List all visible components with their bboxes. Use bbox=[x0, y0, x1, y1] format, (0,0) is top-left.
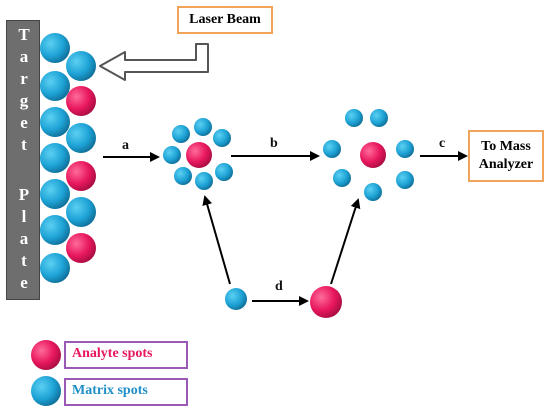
matrix-spot bbox=[213, 129, 231, 147]
target-plate: T a r g e t P l a t e bbox=[6, 20, 40, 300]
legend-matrix-box: Matrix spots bbox=[64, 378, 188, 406]
plate-letter: a bbox=[19, 47, 29, 66]
matrix-spot bbox=[194, 118, 212, 136]
matrix-spot bbox=[40, 179, 70, 209]
matrix-spot bbox=[172, 125, 190, 143]
legend-matrix-icon bbox=[31, 376, 61, 406]
analyte-spot bbox=[66, 161, 96, 191]
plate-letter: a bbox=[19, 229, 29, 248]
step-label-d: d bbox=[275, 279, 283, 294]
plate-letter: r bbox=[20, 69, 28, 88]
plate-letter: t bbox=[21, 251, 27, 270]
step-label-b: b bbox=[270, 136, 278, 151]
analyte-spot bbox=[66, 233, 96, 263]
analyte-spot bbox=[66, 86, 96, 116]
laser-beam-text: Laser Beam bbox=[189, 12, 261, 27]
desorbed-spots bbox=[323, 109, 414, 201]
mass-analyzer-line1: To Mass bbox=[481, 139, 531, 154]
matrix-spot bbox=[40, 215, 70, 245]
plate-letter: e bbox=[20, 273, 28, 292]
matrix-spot bbox=[40, 107, 70, 137]
matrix-spot bbox=[195, 172, 213, 190]
plate-letter: g bbox=[19, 91, 29, 110]
matrix-spot bbox=[163, 146, 181, 164]
matrix-spot bbox=[323, 140, 341, 158]
arrow-up-left bbox=[202, 195, 231, 285]
matrix-spot bbox=[66, 123, 96, 153]
legend-analyte-icon bbox=[31, 340, 61, 370]
plate-letter: l bbox=[21, 207, 27, 226]
matrix-spot bbox=[370, 109, 388, 127]
legend-analyte-label: Analyte spots bbox=[72, 346, 153, 361]
matrix-spot bbox=[40, 253, 70, 283]
matrix-spot bbox=[396, 171, 414, 189]
plate-letter: P bbox=[18, 185, 30, 204]
matrix-spot bbox=[396, 140, 414, 158]
matrix-spot bbox=[66, 197, 96, 227]
step-label-c: c bbox=[439, 136, 446, 151]
laser-beam-label: Laser Beam bbox=[177, 6, 273, 34]
legend-analyte-box: Analyte spots bbox=[64, 341, 188, 369]
plate-letter: T bbox=[18, 25, 30, 44]
matrix-spot bbox=[174, 167, 192, 185]
analyte-spot bbox=[360, 142, 386, 168]
mass-analyzer-line2: Analyzer bbox=[478, 157, 534, 172]
analyte-spot bbox=[186, 142, 212, 168]
arrow-up-right bbox=[330, 198, 361, 285]
matrix-spot bbox=[345, 109, 363, 127]
mass-analyzer-box: To Mass Analyzer bbox=[468, 130, 544, 182]
matrix-spot bbox=[66, 51, 96, 81]
matrix-spot bbox=[40, 33, 70, 63]
matrix-spot bbox=[40, 71, 70, 101]
step-label-a: a bbox=[122, 138, 129, 153]
plate-letter: t bbox=[21, 135, 27, 154]
matrix-spot bbox=[215, 163, 233, 181]
matrix-spot bbox=[40, 143, 70, 173]
legend-matrix-label: Matrix spots bbox=[72, 383, 148, 398]
matrix-analyte-cluster bbox=[163, 118, 233, 190]
analyte-spot bbox=[310, 286, 342, 318]
matrix-spot bbox=[333, 169, 351, 187]
matrix-spot bbox=[364, 183, 382, 201]
plate-letter: e bbox=[20, 113, 28, 132]
laser-beam-arrow bbox=[99, 43, 209, 81]
matrix-spot bbox=[225, 288, 247, 310]
plate-spots bbox=[40, 33, 96, 283]
